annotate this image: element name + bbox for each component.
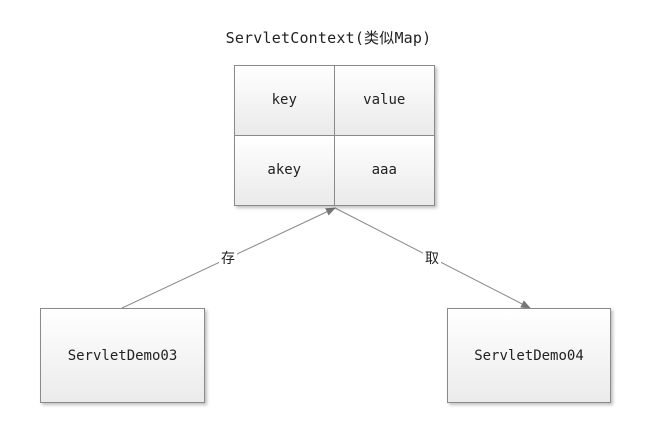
diagram-title: ServletContext(类似Map) — [225, 29, 432, 47]
fetch-label: 取 — [423, 248, 441, 268]
servletcontext-map-table: key value akey aaa — [234, 65, 435, 206]
map-header-value: value — [334, 66, 434, 136]
store-label: 存 — [219, 248, 237, 268]
map-cell-value: aaa — [334, 135, 434, 205]
map-header-key: key — [235, 66, 335, 136]
servlet-demo04-node: ServletDemo04 — [447, 308, 611, 403]
servlet-demo03-node: ServletDemo03 — [40, 308, 205, 403]
map-cell-key: akey — [235, 135, 335, 205]
